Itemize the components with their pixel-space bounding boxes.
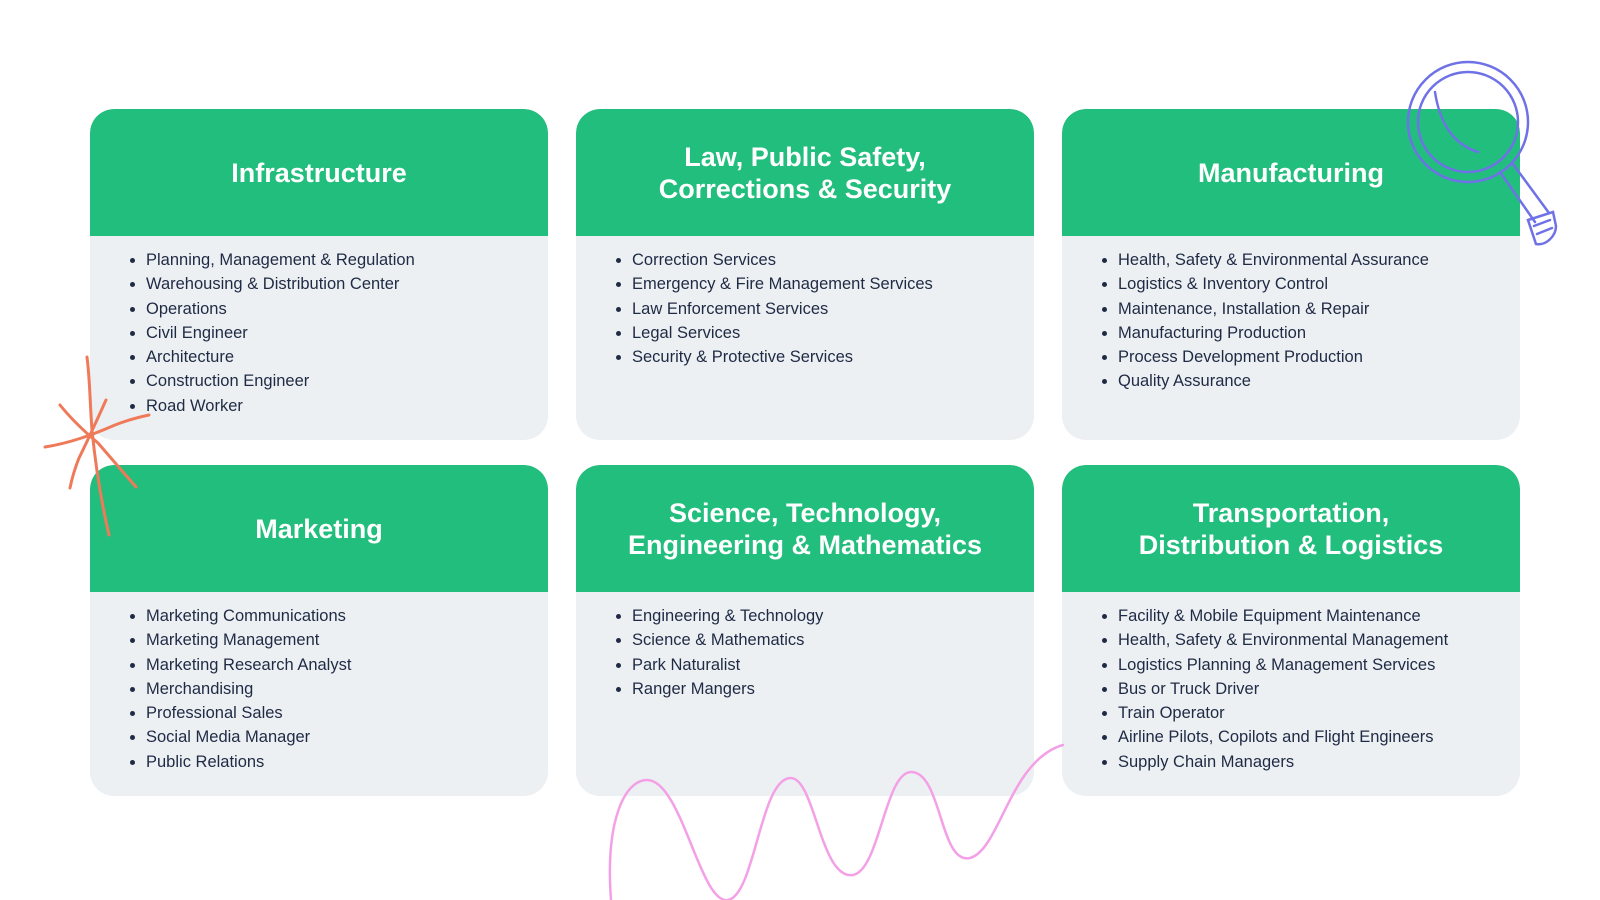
- card-item-list: Correction Services Emergency & Fire Man…: [576, 236, 1034, 369]
- list-item: Marketing Research Analyst: [130, 653, 548, 677]
- list-item: Train Operator: [1102, 701, 1520, 725]
- list-item: Security & Protective Services: [616, 345, 1034, 369]
- list-item: Planning, Management & Regulation: [130, 248, 548, 272]
- card-header: Transportation, Distribution & Logistics: [1062, 465, 1520, 592]
- list-item: Facility & Mobile Equipment Maintenance: [1102, 604, 1520, 628]
- card-header: Marketing: [90, 465, 548, 592]
- card-item-list: Engineering & Technology Science & Mathe…: [576, 592, 1034, 701]
- list-item: Quality Assurance: [1102, 369, 1520, 393]
- list-item: Professional Sales: [130, 701, 548, 725]
- card-header: Science, Technology, Engineering & Mathe…: [576, 465, 1034, 592]
- card-transportation: Transportation, Distribution & Logistics…: [1062, 465, 1520, 796]
- list-item: Public Relations: [130, 750, 548, 774]
- list-item: Architecture: [130, 345, 548, 369]
- list-item: Health, Safety & Environmental Assurance: [1102, 248, 1520, 272]
- list-item: Airline Pilots, Copilots and Flight Engi…: [1102, 725, 1520, 749]
- list-item: Marketing Management: [130, 628, 548, 652]
- card-manufacturing: Manufacturing Health, Safety & Environme…: [1062, 109, 1520, 440]
- list-item: Marketing Communications: [130, 604, 548, 628]
- list-item: Warehousing & Distribution Center: [130, 272, 548, 296]
- list-item: Park Naturalist: [616, 653, 1034, 677]
- card-stem: Science, Technology, Engineering & Mathe…: [576, 465, 1034, 796]
- card-item-list: Facility & Mobile Equipment Maintenance …: [1062, 592, 1520, 774]
- list-item: Logistics & Inventory Control: [1102, 272, 1520, 296]
- list-item: Legal Services: [616, 321, 1034, 345]
- card-title: Science, Technology, Engineering & Mathe…: [627, 497, 983, 560]
- list-item: Social Media Manager: [130, 725, 548, 749]
- card-item-list: Planning, Management & Regulation Wareho…: [90, 236, 548, 418]
- list-item: Process Development Production: [1102, 345, 1520, 369]
- card-infrastructure: Infrastructure Planning, Management & Re…: [90, 109, 548, 440]
- list-item: Manufacturing Production: [1102, 321, 1520, 345]
- list-item: Civil Engineer: [130, 321, 548, 345]
- list-item: Supply Chain Managers: [1102, 750, 1520, 774]
- list-item: Operations: [130, 297, 548, 321]
- card-title: Marketing: [255, 513, 383, 544]
- card-title: Manufacturing: [1198, 157, 1384, 188]
- card-header: Manufacturing: [1062, 109, 1520, 236]
- card-title: Transportation, Distribution & Logistics: [1138, 497, 1444, 560]
- list-item: Merchandising: [130, 677, 548, 701]
- card-title: Law, Public Safety, Corrections & Securi…: [658, 141, 952, 204]
- list-item: Science & Mathematics: [616, 628, 1034, 652]
- card-header: Infrastructure: [90, 109, 548, 236]
- card-item-list: Marketing Communications Marketing Manag…: [90, 592, 548, 774]
- list-item: Health, Safety & Environmental Managemen…: [1102, 628, 1520, 652]
- list-item: Road Worker: [130, 394, 548, 418]
- list-item: Logistics Planning & Management Services: [1102, 653, 1520, 677]
- card-header: Law, Public Safety, Corrections & Securi…: [576, 109, 1034, 236]
- card-title: Infrastructure: [231, 157, 407, 188]
- list-item: Engineering & Technology: [616, 604, 1034, 628]
- list-item: Maintenance, Installation & Repair: [1102, 297, 1520, 321]
- list-item: Law Enforcement Services: [616, 297, 1034, 321]
- list-item: Emergency & Fire Management Services: [616, 272, 1034, 296]
- card-marketing: Marketing Marketing Communications Marke…: [90, 465, 548, 796]
- list-item: Correction Services: [616, 248, 1034, 272]
- card-law-public-safety: Law, Public Safety, Corrections & Securi…: [576, 109, 1034, 440]
- list-item: Ranger Mangers: [616, 677, 1034, 701]
- card-item-list: Health, Safety & Environmental Assurance…: [1062, 236, 1520, 394]
- list-item: Construction Engineer: [130, 369, 548, 393]
- list-item: Bus or Truck Driver: [1102, 677, 1520, 701]
